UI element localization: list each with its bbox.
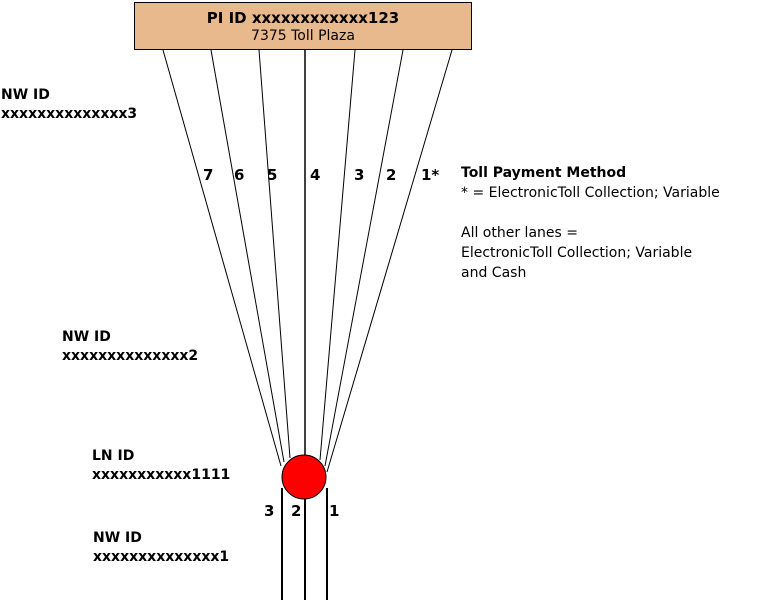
- lower-lane-number-3: 3: [264, 502, 275, 520]
- lane-number-5: 5: [267, 166, 278, 184]
- lane-line-6: [210, 49, 285, 463]
- legend-other-line-1: All other lanes =: [461, 225, 578, 241]
- lane-line-2: [324, 49, 404, 467]
- nw-mid-title: NW ID: [62, 329, 111, 345]
- legend-other-line-2: ElectronicToll Collection; Variable: [461, 245, 693, 261]
- lane-number-1: 1*: [421, 166, 440, 184]
- legend-other-line-3: and Cash: [461, 265, 527, 281]
- lane-line-1: [326, 49, 453, 473]
- ln-title: LN ID: [92, 448, 135, 464]
- lower-lane-number-2: 2: [291, 502, 302, 520]
- ln-label: LN ID xxxxxxxxxxx1111: [92, 447, 230, 485]
- lane-line-5: [258, 49, 291, 459]
- lane-number-7: 7: [203, 166, 214, 184]
- nw-top-title: NW ID: [1, 87, 50, 103]
- plaza-id: PI ID xxxxxxxxxxxx123: [206, 9, 400, 27]
- nw-bottom-label: NW ID xxxxxxxxxxxxxx1: [93, 529, 229, 567]
- lane-node: [281, 454, 327, 500]
- lane-number-6: 6: [234, 166, 245, 184]
- nw-bottom-title: NW ID: [93, 530, 142, 546]
- legend-title: Toll Payment Method: [461, 165, 627, 181]
- plaza-name: 7375 Toll Plaza: [251, 28, 355, 44]
- ln-id: xxxxxxxxxxx1111: [92, 467, 231, 483]
- lower-lane-number-1: 1: [329, 502, 340, 520]
- toll-plaza-box: PI ID xxxxxxxxxxxx123 7375 Toll Plaza: [134, 2, 472, 50]
- legend-star-line: * = ElectronicToll Collection; Variable: [461, 185, 720, 201]
- lane-line-3: [319, 49, 356, 461]
- nw-mid-id: xxxxxxxxxxxxxx2: [62, 348, 199, 364]
- nw-top-id: xxxxxxxxxxxxxx3: [1, 106, 138, 122]
- nw-bottom-id: xxxxxxxxxxxxxx1: [93, 549, 230, 565]
- lane-number-3: 3: [354, 166, 365, 184]
- lane-number-4: 4: [310, 166, 321, 184]
- lane-line-7: [162, 49, 282, 467]
- nw-mid-label: NW ID xxxxxxxxxxxxxx2: [62, 328, 198, 366]
- payment-method-legend: Toll Payment Method * = ElectronicToll C…: [461, 163, 720, 283]
- lane-number-2: 2: [386, 166, 397, 184]
- nw-top-label: NW ID xxxxxxxxxxxxxx3: [1, 86, 137, 124]
